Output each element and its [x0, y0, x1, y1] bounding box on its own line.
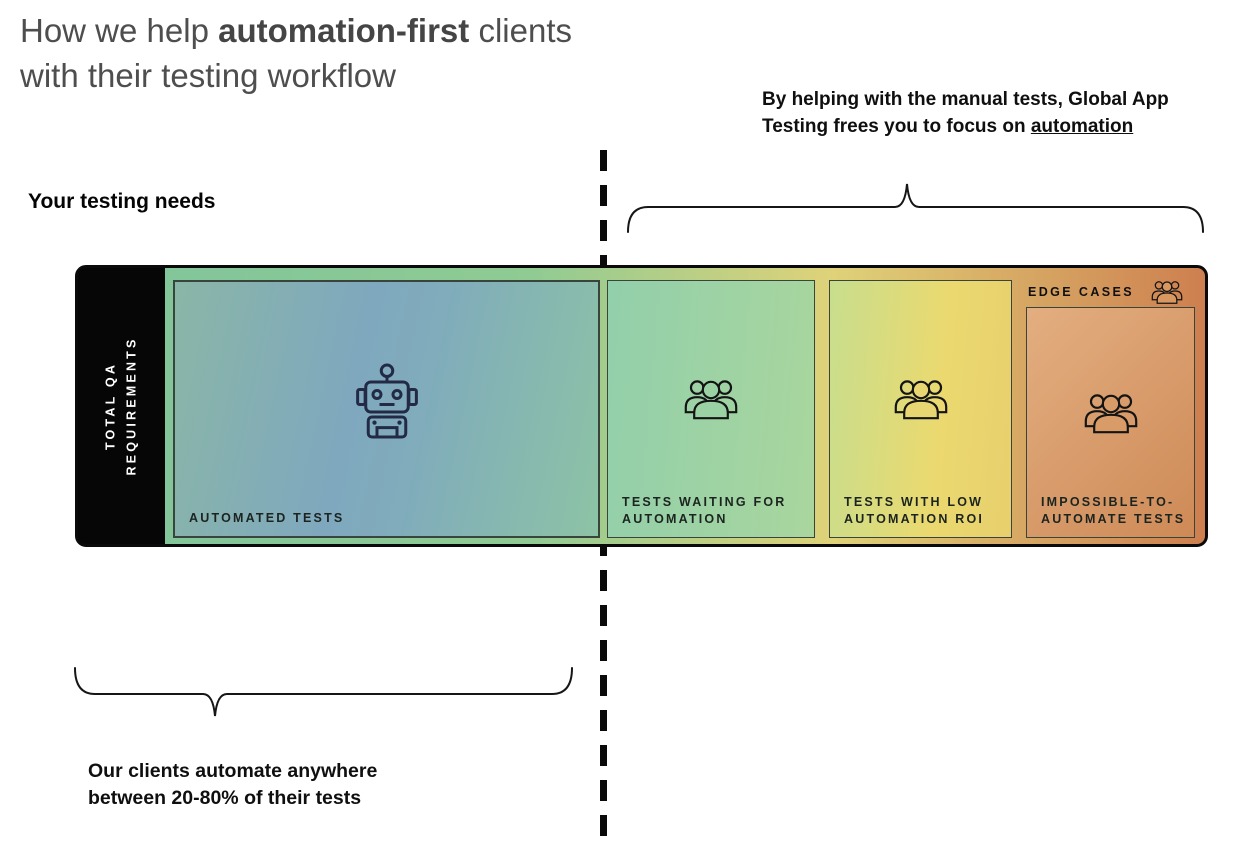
card-label-automated-tests: AUTOMATED TESTS: [189, 511, 345, 525]
automated-side-brace: [74, 667, 573, 717]
title-line1-bold: automation-first: [218, 12, 470, 49]
people-icon: [894, 380, 947, 420]
title-line2: with their testing workflow: [20, 57, 396, 94]
caption-line1: Our clients automate anywhere: [88, 760, 378, 782]
robot-icon: [355, 363, 418, 439]
note-automation-underlined: automation: [1030, 116, 1134, 137]
people-icon: [684, 380, 738, 420]
people-icon: [1151, 281, 1183, 304]
card-impossible-to-automate: IMPOSSIBLE-TO-AUTOMATE TESTS: [1026, 307, 1195, 538]
card-label-low-roi: TESTS WITH LOW AUTOMATION ROI: [844, 495, 985, 526]
side-label-line1: TOTAL QA: [103, 361, 118, 451]
testing-needs-label: Your testing needs: [28, 190, 216, 213]
caption-line2: between 20-80% of their tests: [88, 787, 362, 809]
note-line1: By helping with the manual tests, Global…: [762, 89, 1169, 110]
card-automated-tests: AUTOMATED TESTS: [173, 280, 600, 538]
page-title: How we help automation-first clients wit…: [20, 8, 572, 98]
qa-requirements-bar: TOTAL QA REQUIREMENTS AUTOMATED TESTS: [75, 265, 1208, 547]
card-label-impossible: IMPOSSIBLE-TO-AUTOMATE TESTS: [1041, 495, 1186, 526]
manual-tests-note: By helping with the manual tests, Global…: [762, 86, 1242, 140]
total-qa-side-label-text: TOTAL QA REQUIREMENTS: [101, 336, 143, 475]
total-qa-side-label: TOTAL QA REQUIREMENTS: [78, 268, 165, 544]
manual-side-brace: [627, 183, 1204, 233]
card-tests-waiting-for-automation: TESTS WAITING FOR AUTOMATION: [607, 280, 815, 538]
title-line1-suffix: clients: [469, 12, 572, 49]
side-label-line2: REQUIREMENTS: [124, 336, 139, 476]
edge-cases-header: EDGE CASES: [1026, 278, 1195, 306]
card-tests-low-automation-roi: TESTS WITH LOW AUTOMATION ROI: [829, 280, 1012, 538]
clients-automate-caption: Our clients automate anywhere between 20…: [88, 758, 377, 812]
title-line1-prefix: How we help: [20, 12, 219, 49]
people-icon: [1084, 393, 1137, 433]
edge-cases-label: EDGE CASES: [1028, 285, 1134, 299]
note-line2-prefix: Testing frees you to focus on: [762, 116, 1031, 137]
card-label-tests-waiting: TESTS WAITING FOR AUTOMATION: [622, 495, 787, 526]
